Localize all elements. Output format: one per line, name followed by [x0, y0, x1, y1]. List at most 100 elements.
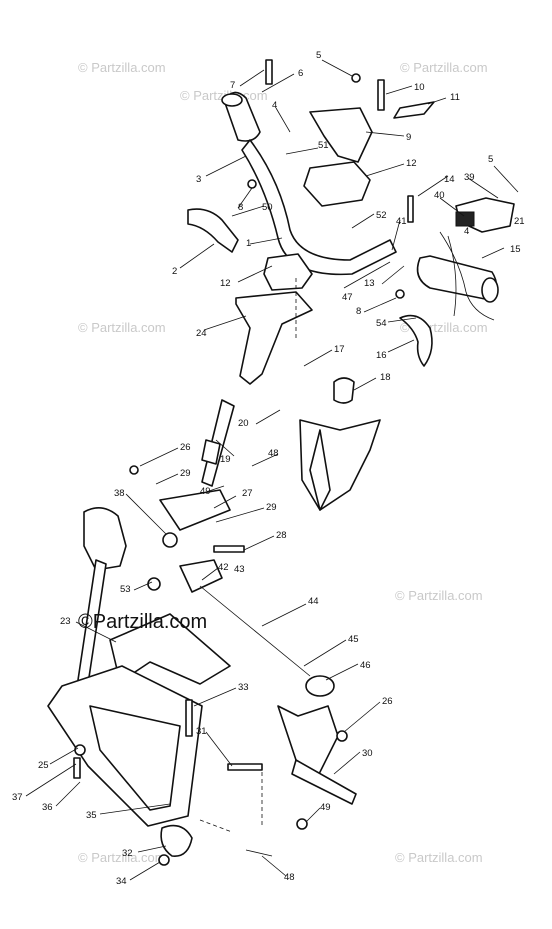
- callout-17: 17: [334, 344, 345, 355]
- support-tube: [309, 429, 331, 511]
- callout-42: 42: [218, 562, 229, 573]
- nut: [158, 854, 170, 866]
- callout-48: 48: [284, 872, 295, 883]
- cotter-pin: [245, 849, 273, 857]
- callout-43: 43: [234, 564, 245, 575]
- brake-lever-left: [187, 208, 239, 253]
- watermark: © Partzilla.com: [78, 850, 166, 865]
- callout-4: 4: [272, 100, 277, 111]
- callout-12: 12: [406, 158, 417, 169]
- callout-40: 40: [434, 190, 445, 201]
- leader-lines: [25, 59, 519, 881]
- lower-clamp: [303, 161, 371, 207]
- callout-37: 37: [12, 792, 23, 803]
- watermark: © Partzilla.com: [78, 60, 166, 75]
- callout-10: 10: [414, 82, 425, 93]
- nut: [351, 73, 361, 83]
- callout-11: 11: [450, 92, 460, 103]
- nut: [395, 289, 405, 299]
- callout-18: 18: [380, 372, 391, 383]
- suspension-assembly: [47, 507, 357, 866]
- callout-25: 25: [38, 760, 49, 771]
- callout-51: 51: [318, 140, 329, 151]
- callout-23: 23: [60, 616, 71, 627]
- callout-45: 45: [348, 634, 359, 645]
- callout-8: 8: [238, 202, 243, 213]
- callout-31: 31: [196, 726, 207, 737]
- callout-12: 12: [220, 278, 231, 289]
- bolt: [73, 757, 81, 779]
- decal: [393, 101, 435, 119]
- switch-block: [455, 211, 475, 227]
- watermark: © Partzilla.com: [400, 60, 488, 75]
- bolt: [185, 699, 193, 737]
- bolt: [213, 545, 245, 553]
- bolt: [377, 79, 385, 111]
- bolt: [407, 195, 414, 223]
- callout-2: 2: [172, 266, 177, 277]
- pad-bracket: [263, 253, 313, 291]
- tie-rod-end-plate: [179, 559, 223, 593]
- callout-32: 32: [122, 848, 133, 859]
- callout-27: 27: [242, 488, 253, 499]
- a-arm-inner: [89, 705, 181, 811]
- callout-9: 9: [406, 132, 411, 143]
- callout-36: 36: [42, 802, 53, 813]
- callout-5: 5: [316, 50, 321, 61]
- callout-3: 3: [196, 174, 201, 185]
- bolt: [227, 763, 263, 771]
- upper-bearing: [333, 377, 355, 404]
- callout-49: 49: [200, 486, 211, 497]
- callout-13: 13: [364, 278, 375, 289]
- grip-end: [221, 93, 243, 107]
- shock-top: [83, 507, 127, 571]
- shaft-bushing: [201, 439, 221, 465]
- callout-15: 15: [510, 244, 521, 255]
- callout-35: 35: [86, 810, 97, 821]
- callout-1: 1: [246, 238, 251, 249]
- callout-5: 5: [488, 154, 493, 165]
- callout-47: 47: [342, 292, 353, 303]
- wiring: [439, 231, 495, 321]
- watermark: © Partzilla.com: [78, 320, 166, 335]
- callout-30: 30: [362, 748, 373, 759]
- callout-41: 41: [396, 216, 407, 227]
- callout-26: 26: [180, 442, 191, 453]
- watermark: © Partzilla.com: [395, 588, 483, 603]
- callout-4: 4: [464, 226, 469, 237]
- handlebar-assembly: [187, 59, 515, 367]
- steering-bracket: [235, 291, 313, 385]
- brand-stamp: ©Partzilla.com: [78, 611, 207, 633]
- tie-rod-end: [305, 675, 335, 697]
- washer: [162, 532, 178, 548]
- callout-7: 7: [230, 80, 235, 91]
- washer: [74, 744, 86, 756]
- callout-21: 21: [514, 216, 525, 227]
- watermark: © Partzilla.com: [395, 850, 483, 865]
- callout-44: 44: [308, 596, 319, 607]
- steering-column: [129, 278, 381, 697]
- callout-49: 49: [320, 802, 331, 813]
- callout-50: 50: [262, 202, 273, 213]
- callout-54: 54: [376, 318, 387, 329]
- nut: [336, 730, 348, 742]
- callout-38: 38: [114, 488, 125, 499]
- callout-labels: 5 7 6 10 11 4 9 3 51 12 5 14 39 8 50 40 …: [12, 50, 525, 887]
- callout-19: 19: [220, 454, 231, 465]
- tie-rod: [199, 585, 311, 677]
- spindle-axle: [291, 759, 357, 805]
- right-grip-end: [481, 277, 499, 303]
- upper-clamp: [309, 107, 373, 163]
- callout-33: 33: [238, 682, 249, 693]
- ball-joint: [160, 824, 193, 857]
- lower-plate: [159, 489, 231, 531]
- bolt: [265, 59, 273, 85]
- callout-52: 52: [376, 210, 387, 221]
- callout-20: 20: [238, 418, 249, 429]
- callout-34: 34: [116, 876, 127, 887]
- callout-8: 8: [356, 306, 361, 317]
- callout-29: 29: [266, 502, 277, 513]
- callout-28: 28: [276, 530, 287, 541]
- brake-lever-right: [399, 314, 433, 367]
